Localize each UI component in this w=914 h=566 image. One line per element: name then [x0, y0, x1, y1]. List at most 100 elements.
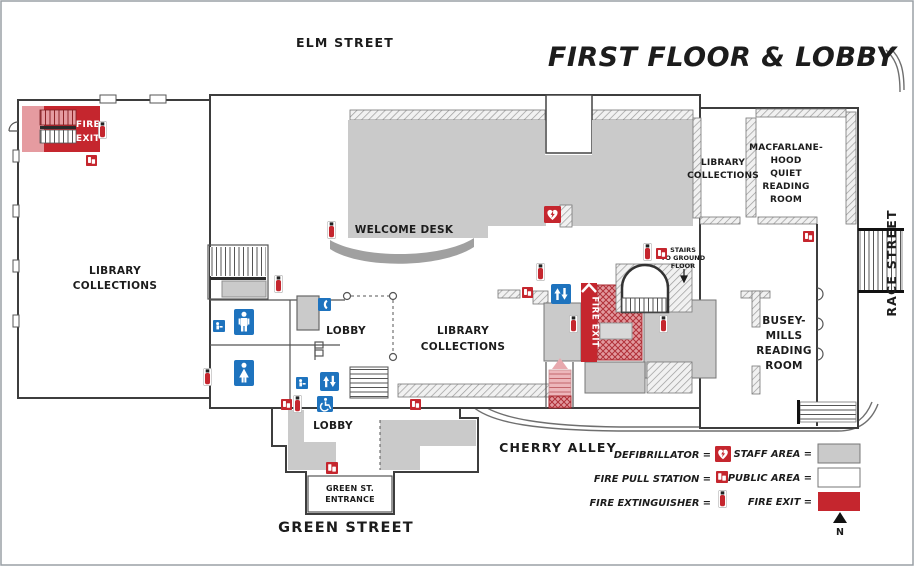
legend-fire-extinguisher-label: FIRE EXTINGUISHER = — [589, 498, 711, 509]
legend-defibrillator-label: DEFIBRILLATOR = — [614, 450, 711, 461]
wall-column-arcs — [816, 287, 824, 361]
legend-public-area-label: PUBLIC AREA = — [728, 473, 812, 484]
courtyard-notch — [545, 94, 593, 154]
lobby-columns — [342, 291, 398, 362]
hatched-wall — [397, 383, 561, 398]
fire-extinguisher-icon — [569, 315, 578, 333]
fire-exit-banner — [581, 283, 597, 362]
hatched-wall — [692, 117, 702, 219]
public-area-swatch — [817, 467, 861, 488]
hatched-wall — [532, 290, 549, 305]
hatched-wall — [751, 290, 761, 328]
fire-extinguisher-icon — [659, 315, 668, 333]
vestibule-west — [288, 410, 336, 470]
street-label-elm: ELM STREET — [296, 35, 394, 50]
wall-pilaster — [12, 259, 20, 273]
vestibule-east — [380, 420, 476, 470]
hatched-wall — [591, 109, 694, 121]
room-label-library-west: COLLECTIONS — [73, 280, 158, 292]
north-label: N — [836, 527, 844, 538]
fire-extinguisher-icon — [98, 121, 107, 139]
staff-room-south — [584, 361, 646, 394]
hatched-wall — [349, 109, 546, 121]
elevator-icon — [551, 284, 571, 304]
stairs-to-ground-note: STAIRS — [670, 246, 696, 254]
room-label-library-northeast: LIBRARY — [701, 158, 745, 168]
fire-extinguisher-icon — [327, 221, 336, 239]
stairs-to-ground-note: FLOOR — [671, 262, 695, 270]
drinking-fountain-icon — [213, 320, 225, 332]
stair-landing — [599, 322, 633, 340]
fire-pull-station-icon — [281, 399, 292, 410]
fire-exit-stairs-south — [545, 358, 574, 409]
legend-fire-pull-label: FIRE PULL STATION = — [594, 474, 711, 485]
door-swing — [8, 121, 19, 132]
wall-notch — [149, 94, 167, 104]
street-label-green: GREEN STREET — [278, 520, 414, 536]
stairs-note-arrow — [680, 269, 688, 284]
room-label-library-center: COLLECTIONS — [421, 341, 506, 353]
room-label-green-entrance: ENTRANCE — [325, 495, 375, 504]
fire-extinguisher-icon — [536, 263, 545, 281]
green-entrance-box — [307, 475, 393, 513]
legend-fire-exit-label: FIRE EXIT = — [748, 497, 812, 508]
east-wing-outline — [699, 107, 859, 429]
room-label-macfarlane: ROOM — [770, 195, 802, 205]
wall-pilaster — [12, 314, 20, 328]
race-street-curb-top2 — [889, 47, 905, 91]
southeast-steps — [797, 400, 857, 424]
room-label-busey: ROOM — [765, 360, 803, 372]
race-street-entrance-steps — [858, 228, 904, 293]
fire-pull-station-icon — [86, 155, 97, 166]
fire-pull-station-icon — [522, 287, 533, 298]
room-label-macfarlane: MACFARLANE- — [749, 143, 823, 153]
cherry-alley-curb-inner — [477, 401, 873, 428]
race-street-curb-top — [885, 49, 901, 93]
page-title: FIRST FLOOR & LOBBY — [548, 42, 898, 73]
fire-exit-swatch — [818, 492, 860, 511]
room-label-lobby-main: LOBBY — [326, 325, 366, 337]
fire-extinguisher-icon — [643, 243, 652, 261]
fire-pull-station-icon — [656, 248, 667, 259]
wall-pilaster — [12, 204, 20, 218]
restroom-men-icon — [234, 309, 254, 335]
room-label-welcome-desk: WELCOME DESK — [355, 224, 454, 236]
room-label-busey: BUSEY- — [762, 315, 805, 327]
fire-extinguisher-icon — [718, 490, 727, 508]
fire-pull-station-icon — [716, 471, 728, 483]
fire-pull-station-icon — [410, 399, 421, 410]
cherry-alley-curb-outer — [471, 403, 879, 432]
fire-extinguisher-icon — [274, 275, 283, 293]
fire-exit-label-center: FIRE EXIT — [590, 296, 600, 347]
fire-exit-stairwell-northwest — [22, 106, 100, 152]
stairs-to-ground-structure — [615, 263, 693, 314]
defibrillator-icon — [544, 206, 561, 223]
room-label-library-center: LIBRARY — [437, 325, 489, 337]
elevator-shaft — [296, 295, 320, 331]
room-label-macfarlane: QUIET — [770, 169, 802, 179]
north-arrow-icon — [833, 512, 847, 523]
room-label-library-west: LIBRARY — [89, 265, 141, 277]
hatched-room — [646, 361, 693, 394]
hatched-wall — [751, 365, 761, 395]
hatched-wall — [745, 117, 757, 218]
lobby-north-stairs — [207, 244, 269, 300]
room-label-lobby-south: LOBBY — [313, 420, 353, 432]
street-label-race: RACE STREET — [884, 209, 899, 316]
fire-exit-arrow-up — [581, 282, 597, 293]
restroom-walls — [210, 299, 345, 406]
room-label-busey: MILLS — [766, 330, 803, 342]
lobby-south-stairs — [349, 366, 389, 399]
staff-area-north — [348, 120, 693, 238]
room-label-macfarlane: HOOD — [770, 156, 801, 166]
fire-extinguisher-icon — [293, 395, 302, 413]
fire-extinguisher-icon — [203, 368, 212, 386]
hatched-wall — [699, 216, 741, 225]
fire-exit-label-nw: EXIT — [76, 134, 101, 144]
welcome-desk-counter — [330, 238, 474, 264]
legend: DEFIBRILLATOR = FIRE PULL STATION = FIRE… — [589, 443, 861, 538]
stairs-to-ground-note: TO GROUND — [661, 254, 706, 262]
accessibility-icon — [317, 396, 333, 412]
